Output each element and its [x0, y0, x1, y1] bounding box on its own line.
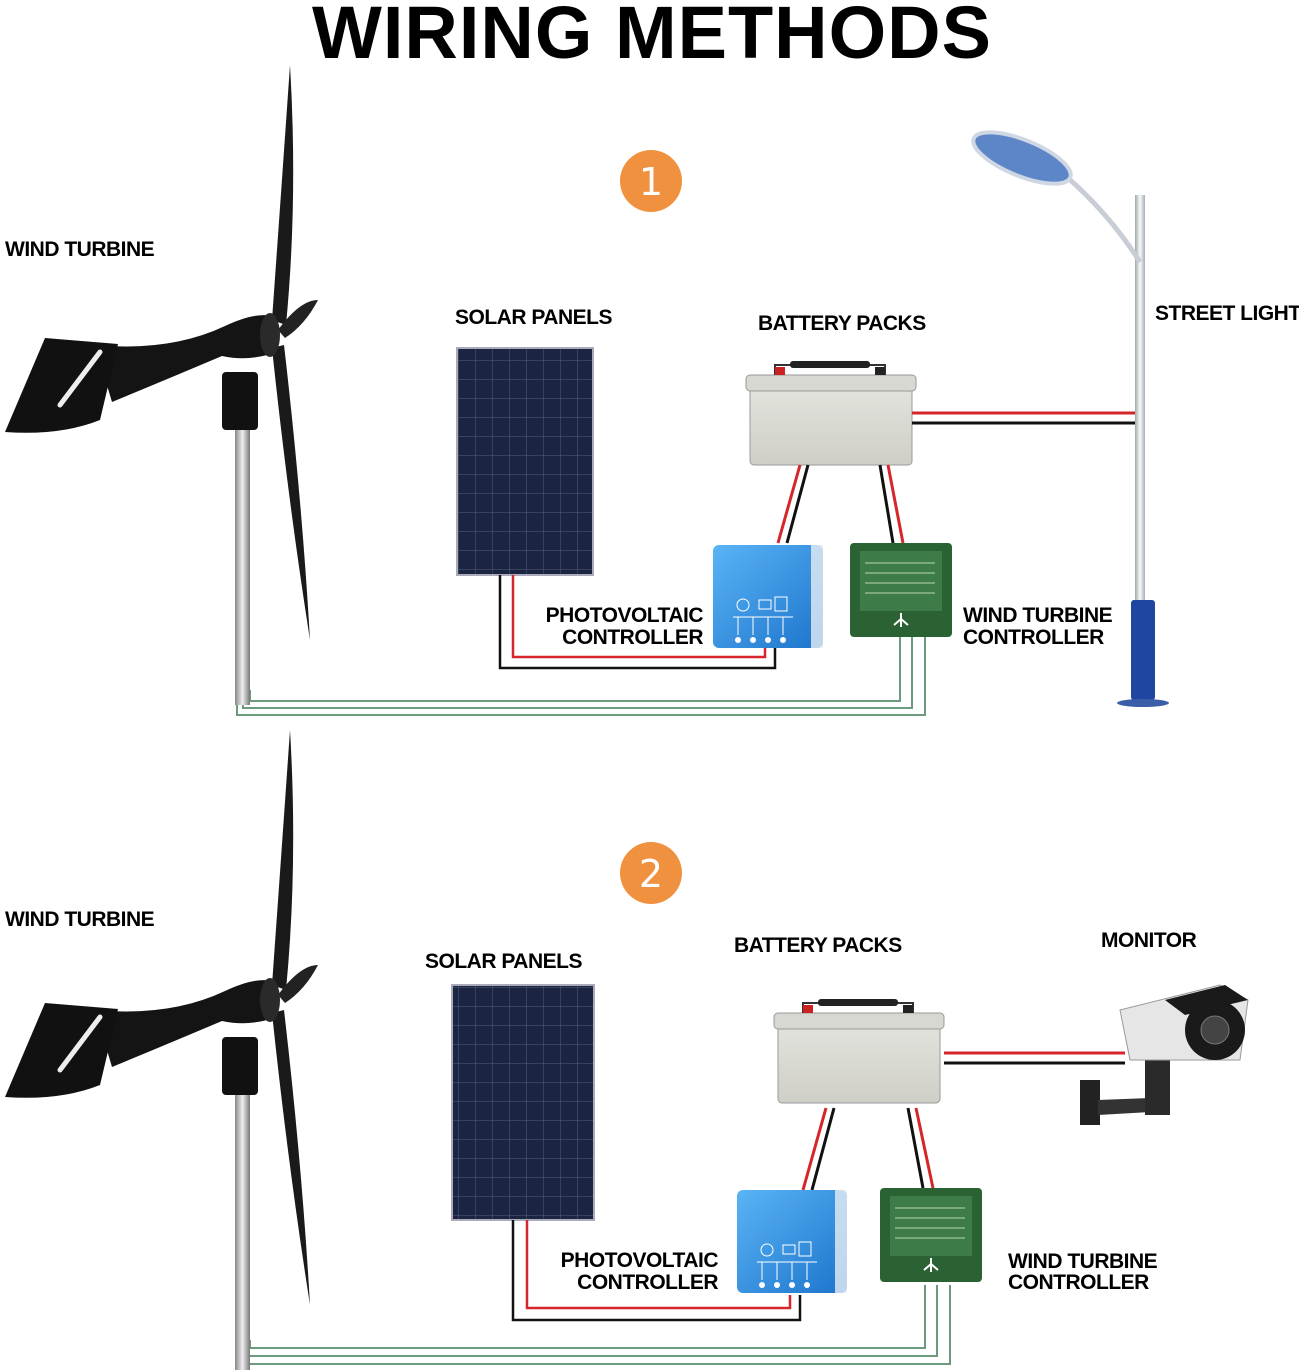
- page-title: WIRING METHODS: [312, 0, 992, 74]
- solar-panel-icon: [456, 347, 594, 576]
- pv-controller-label-2: CONTROLLER: [577, 1271, 718, 1294]
- step-badge: [620, 842, 682, 904]
- solar-panels-label: SOLAR PANELS: [455, 306, 612, 329]
- wind-controller-label-2: CONTROLLER: [963, 626, 1104, 649]
- battery-icon: [745, 360, 917, 466]
- street-lights-label: STREET LIGHTS: [1155, 302, 1299, 325]
- security-camera-icon: [1080, 984, 1249, 1125]
- wind-turbine-label: WIND TURBINE: [5, 238, 155, 261]
- pv-controller-label-1: PHOTOVOLTAIC: [546, 604, 704, 627]
- step-badge-number: 2: [639, 852, 663, 896]
- battery-packs-label: BATTERY PACKS: [758, 312, 926, 335]
- pv-controller-label-1: PHOTOVOLTAIC: [561, 1249, 719, 1272]
- negative-wire: [498, 575, 777, 670]
- pv-controller-label-2: CONTROLLER: [562, 626, 703, 649]
- pv-controller-icon: [712, 544, 824, 649]
- wind-turbine-icon: [5, 730, 318, 1370]
- solar-panel-icon: [451, 984, 595, 1221]
- wind-controller-label-1: WIND TURBINE: [963, 604, 1113, 627]
- wind-turbine-icon: [5, 65, 318, 705]
- negative-wire: [511, 1220, 802, 1322]
- ground-wires: [236, 1285, 951, 1365]
- solar-panels-label: SOLAR PANELS: [425, 950, 582, 973]
- wind-controller-label-1: WIND TURBINE: [1008, 1250, 1158, 1273]
- positive-wire: [525, 1220, 792, 1310]
- method-1: 1 WIND TURBINE SOLAR PANELS BATTERY PACK…: [5, 65, 1299, 716]
- wind-turbine-label: WIND TURBINE: [5, 908, 155, 931]
- wind-controller-icon: [849, 542, 953, 638]
- battery-icon: [773, 998, 945, 1104]
- battery-packs-label: BATTERY PACKS: [734, 934, 902, 957]
- wind-controller-icon: [879, 1187, 983, 1283]
- monitor-label: MONITOR: [1101, 929, 1197, 952]
- pv-controller-icon: [736, 1189, 848, 1294]
- street-light-icon: [971, 130, 1169, 707]
- step-badge: [620, 150, 682, 212]
- method-2: 2 WIND TURBINE SOLAR PANELS BATTERY PACK…: [5, 730, 1249, 1370]
- wind-controller-label-2: CONTROLLER: [1008, 1271, 1149, 1294]
- positive-wire: [511, 575, 767, 659]
- step-badge-number: 1: [639, 160, 663, 204]
